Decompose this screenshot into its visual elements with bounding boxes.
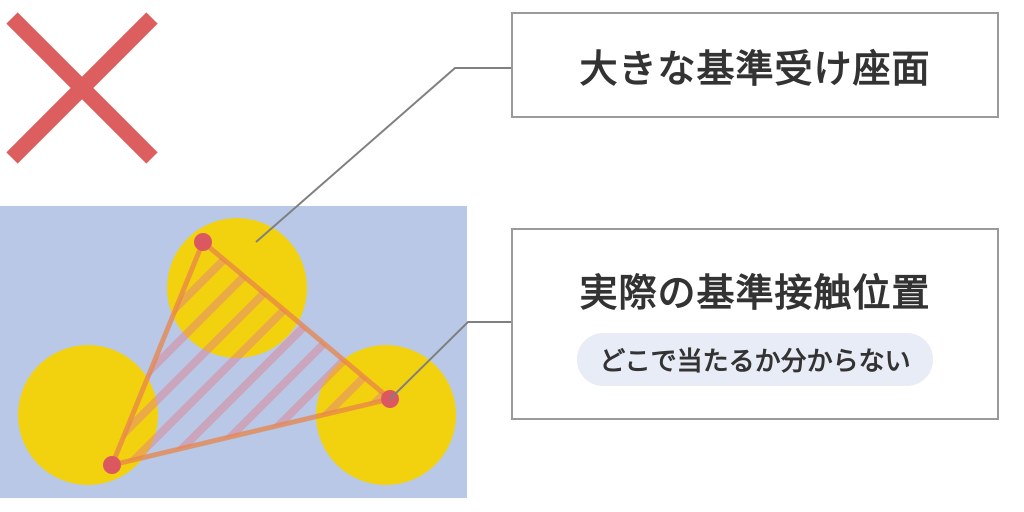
cross-mark-icon bbox=[6, 12, 158, 164]
callout-actual-contact-label: 実際の基準接触位置 bbox=[579, 271, 931, 315]
callout-actual-contact: 実際の基準接触位置 どこで当たるか分からない bbox=[511, 228, 999, 420]
callout-large-seat-label: 大きな基準受け座面 bbox=[579, 46, 931, 91]
contact-point bbox=[194, 233, 212, 251]
contact-point bbox=[103, 456, 121, 474]
unknown-contact-badge: どこで当たるか分からない bbox=[577, 333, 933, 386]
leader-line-top bbox=[255, 67, 511, 243]
contact-triangle-outline bbox=[109, 239, 393, 468]
leader-line-right bbox=[389, 321, 511, 400]
callout-large-seat: 大きな基準受け座面 bbox=[511, 12, 999, 118]
